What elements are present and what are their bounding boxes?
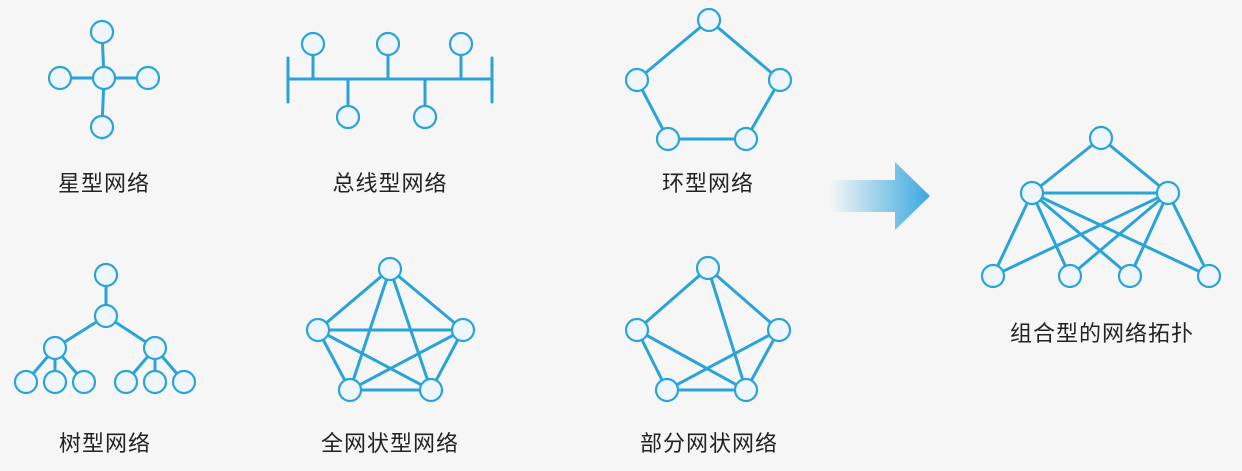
partial-mesh-node xyxy=(624,317,650,343)
star-node xyxy=(135,65,161,91)
full-mesh-node xyxy=(337,377,363,403)
tree-network xyxy=(13,262,197,395)
bus-node xyxy=(335,104,361,130)
partial-mesh-link xyxy=(635,328,748,392)
label-star: 星型网络 xyxy=(57,172,151,197)
tree-node xyxy=(142,335,168,361)
full-mesh-network xyxy=(305,256,476,403)
combined-link xyxy=(991,191,1034,278)
label-tree: 树型网络 xyxy=(58,432,152,457)
bus-node xyxy=(412,104,438,130)
tree-node xyxy=(93,262,119,288)
label-combined: 组合型的网络拓扑 xyxy=(1009,322,1195,347)
full-mesh-node xyxy=(450,317,476,343)
star-node xyxy=(91,65,117,91)
tree-node xyxy=(71,369,97,395)
combined-link xyxy=(1030,136,1103,195)
arrow-right-icon xyxy=(830,162,930,230)
label-full-mesh: 全网状型网络 xyxy=(320,432,460,457)
full-mesh-link xyxy=(316,328,433,392)
partial-mesh-node xyxy=(733,377,759,403)
tree-node xyxy=(93,303,119,329)
star-node xyxy=(89,114,115,140)
tree-node xyxy=(142,369,168,395)
full-mesh-node xyxy=(377,256,403,282)
combined-node xyxy=(1088,125,1114,151)
bus-node xyxy=(448,31,474,57)
partial-mesh-node xyxy=(695,255,721,281)
tree-node xyxy=(113,369,139,395)
combined-node xyxy=(980,263,1006,289)
partial-mesh-link xyxy=(706,266,748,392)
star-node xyxy=(89,19,115,45)
combined-topology xyxy=(980,125,1222,289)
tree-node xyxy=(42,369,68,395)
full-mesh-node xyxy=(305,317,331,343)
ring-node xyxy=(696,7,722,33)
partial-mesh-link xyxy=(706,266,781,332)
tree-node xyxy=(42,335,68,361)
ring-node xyxy=(624,67,650,93)
combined-link xyxy=(1166,191,1211,278)
combined-node xyxy=(1117,263,1143,289)
ring-network xyxy=(624,7,793,152)
combined-link xyxy=(1030,191,1072,278)
star-node xyxy=(47,65,73,91)
combined-link xyxy=(1128,191,1170,278)
full-mesh-link xyxy=(348,328,465,392)
partial-mesh-link xyxy=(665,328,781,392)
partial-mesh-network xyxy=(624,255,792,403)
partial-mesh-link xyxy=(635,266,710,332)
star-network xyxy=(47,19,161,140)
full-mesh-link xyxy=(316,267,392,332)
label-ring: 环型网络 xyxy=(661,172,755,197)
heading-cropped: ▀▀▀▀▀▀▀▀▀▀▀ xyxy=(0,0,500,8)
combined-link xyxy=(1099,136,1170,195)
combined-node xyxy=(1155,180,1181,206)
ring-node xyxy=(655,126,681,152)
bus-node xyxy=(300,31,326,57)
label-partial-mesh: 部分网状网络 xyxy=(639,432,779,457)
combined-node xyxy=(1057,263,1083,289)
ring-node xyxy=(733,126,759,152)
combined-link xyxy=(991,191,1170,278)
heading-fragment: ▀▀▀▀▀▀▀▀▀▀▀ xyxy=(0,0,237,8)
tree-node xyxy=(13,369,39,395)
partial-mesh-node xyxy=(766,317,792,343)
ring-link xyxy=(707,18,782,82)
full-mesh-node xyxy=(418,377,444,403)
label-bus: 总线型网络 xyxy=(332,172,448,197)
ring-node xyxy=(767,67,793,93)
combined-link xyxy=(1068,191,1170,278)
bus-network xyxy=(286,31,494,130)
combined-node xyxy=(1196,263,1222,289)
tree-node xyxy=(171,369,197,395)
combined-node xyxy=(1019,180,1045,206)
ring-link xyxy=(635,18,711,82)
full-mesh-link xyxy=(388,267,465,332)
partial-mesh-node xyxy=(654,377,680,403)
bus-node xyxy=(375,31,401,57)
